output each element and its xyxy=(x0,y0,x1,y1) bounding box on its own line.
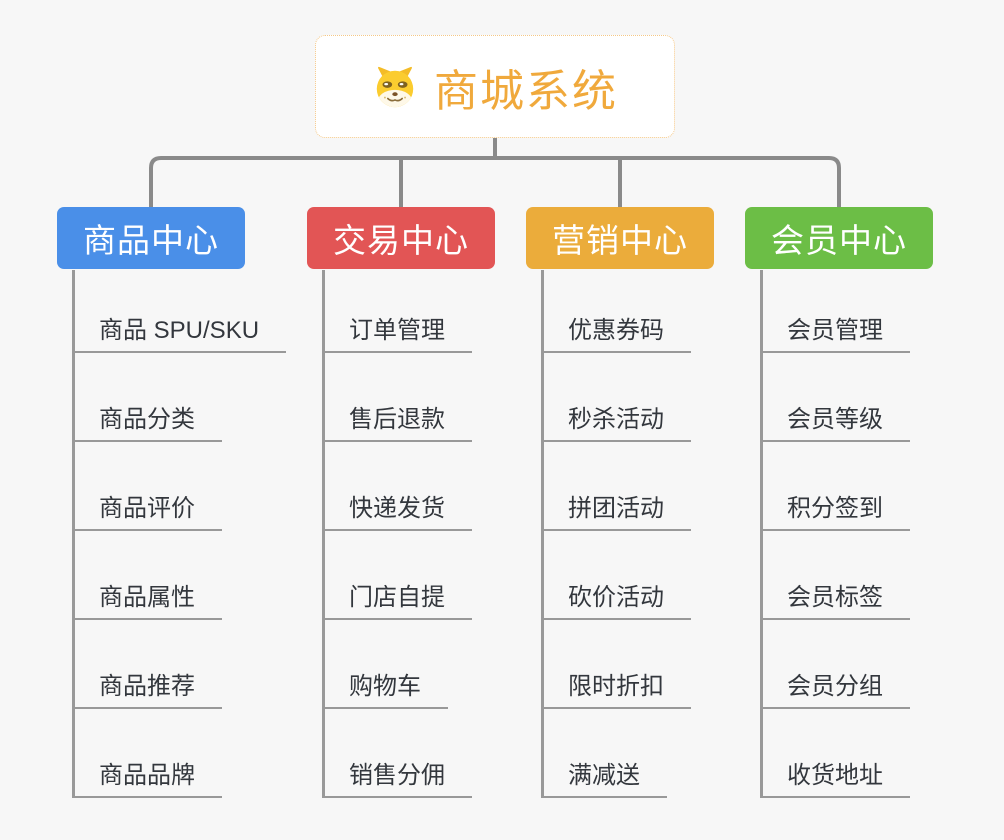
branch-node[interactable]: 营销中心 xyxy=(526,207,714,269)
branch-node[interactable]: 交易中心 xyxy=(307,207,495,269)
leaf-node[interactable]: 订单管理 xyxy=(322,315,472,353)
leaf-node[interactable]: 会员标签 xyxy=(760,582,910,620)
leaf-node[interactable]: 优惠券码 xyxy=(541,315,691,353)
leaf-node[interactable]: 砍价活动 xyxy=(541,582,691,620)
leaf-node[interactable]: 会员分组 xyxy=(760,671,910,709)
branch-label: 交易中心 xyxy=(333,222,469,259)
leaf-node[interactable]: 商品评价 xyxy=(72,493,222,531)
leaf-node[interactable]: 销售分佣 xyxy=(322,760,472,798)
leaf-node[interactable]: 门店自提 xyxy=(322,582,472,620)
leaf-node[interactable]: 商品品牌 xyxy=(72,760,222,798)
leaf-node[interactable]: 售后退款 xyxy=(322,404,472,442)
branch-node[interactable]: 商品中心 xyxy=(57,207,245,269)
leaf-node[interactable]: 会员管理 xyxy=(760,315,910,353)
leaf-node[interactable]: 会员等级 xyxy=(760,404,910,442)
root-title: 商城系统 xyxy=(434,66,618,116)
branch-node[interactable]: 会员中心 xyxy=(745,207,933,269)
leaf-node[interactable]: 拼团活动 xyxy=(541,493,691,531)
leaf-node[interactable]: 快递发货 xyxy=(322,493,472,531)
leaf-node[interactable]: 商品属性 xyxy=(72,582,222,620)
branch-children-line xyxy=(72,270,75,798)
leaf-node[interactable]: 购物车 xyxy=(322,671,448,709)
branch-label: 商品中心 xyxy=(83,222,219,259)
branch-label: 会员中心 xyxy=(771,222,907,259)
branch-children-line xyxy=(760,270,763,798)
branch-children-line xyxy=(541,270,544,798)
leaf-node[interactable]: 收货地址 xyxy=(760,760,910,798)
branch-children-line xyxy=(322,270,325,798)
leaf-node[interactable]: 秒杀活动 xyxy=(541,404,691,442)
branch-rail-line xyxy=(149,156,841,207)
doge-icon xyxy=(372,64,418,110)
leaf-node[interactable]: 商品 SPU/SKU xyxy=(72,315,287,353)
leaf-node[interactable]: 限时折扣 xyxy=(541,671,691,709)
leaf-node[interactable]: 积分签到 xyxy=(760,493,910,531)
root-node[interactable]: 商城系统 xyxy=(315,35,675,138)
leaf-node[interactable]: 商品推荐 xyxy=(72,671,222,709)
leaf-node[interactable]: 商品分类 xyxy=(72,404,222,442)
leaf-node[interactable]: 满减送 xyxy=(541,760,667,798)
branch-label: 营销中心 xyxy=(552,222,688,259)
